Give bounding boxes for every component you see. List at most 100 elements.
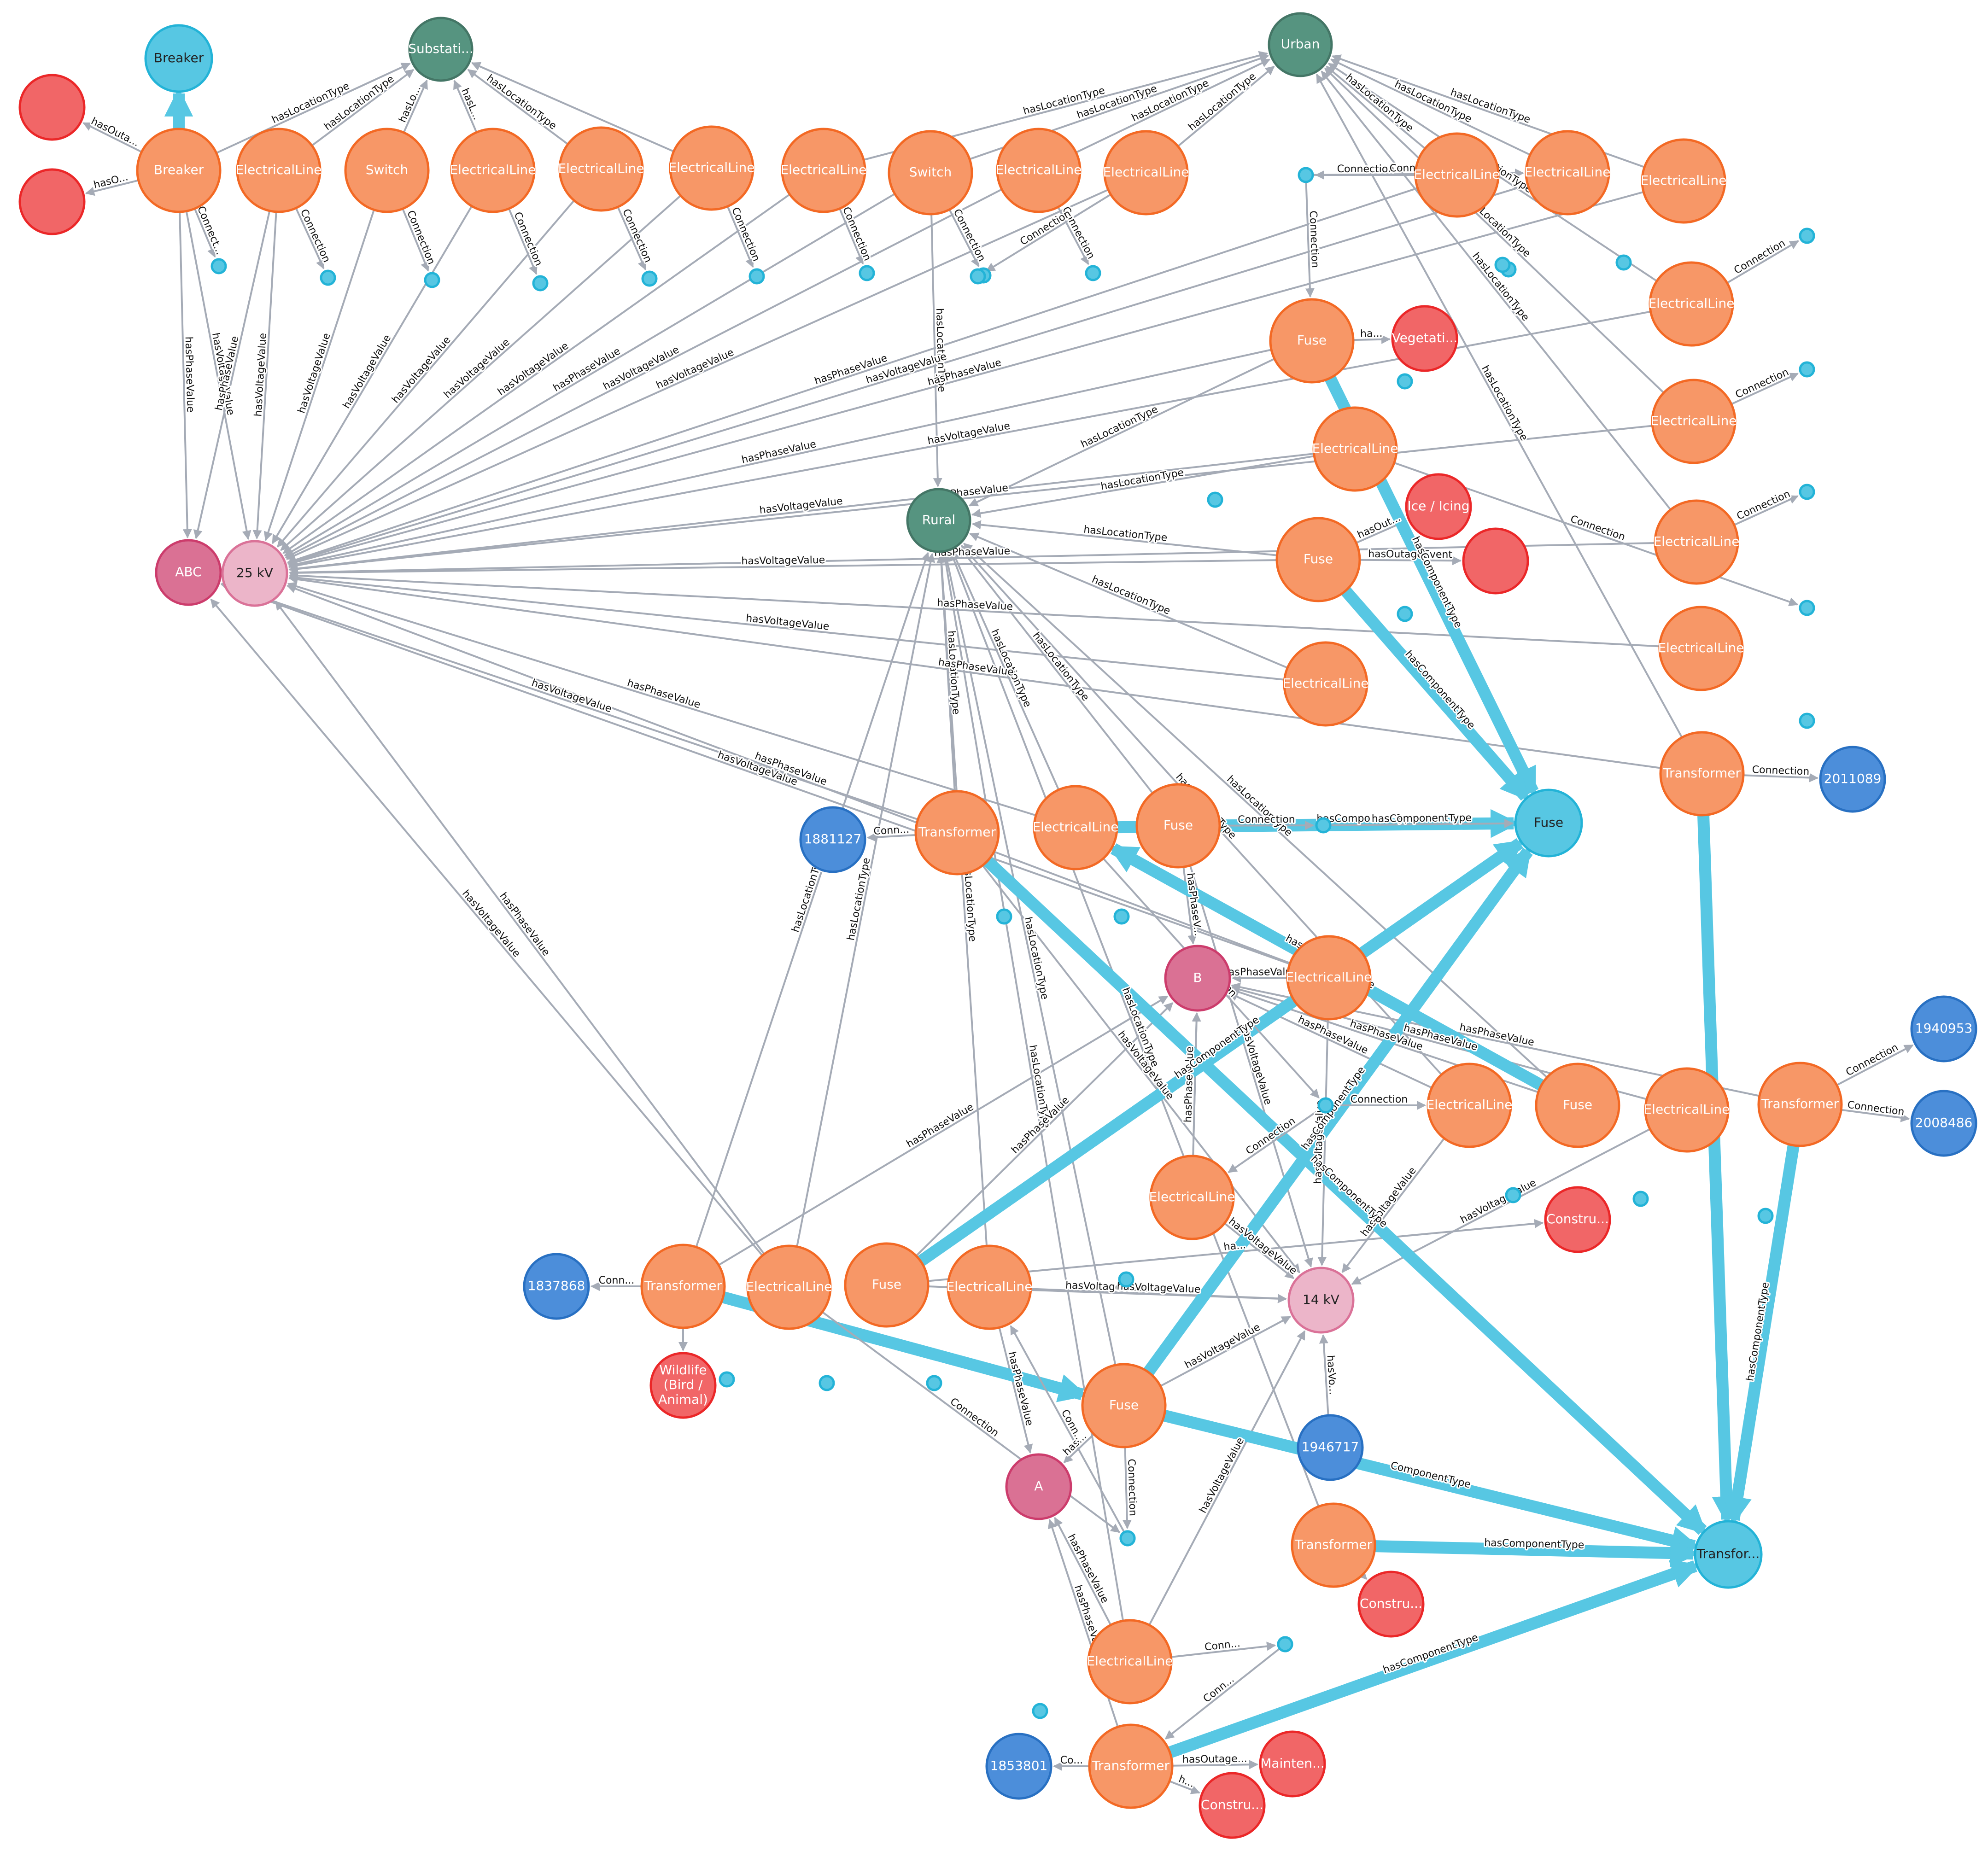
edge-trans2-urban[interactable] [1316,74,1683,738]
edge-el24-v14[interactable] [1224,1222,1295,1279]
edge-el25-pA[interactable] [1054,1517,1112,1626]
edge-trans3-c1940953[interactable] [1836,1044,1914,1086]
connection-node[interactable] [1494,257,1511,273]
node-circle[interactable] [1268,12,1333,77]
node-circle[interactable] [1910,1090,1977,1157]
edge-trans6-constr3[interactable] [1169,1780,1200,1794]
node-circle[interactable] [1535,1063,1620,1148]
edge-el10-v25[interactable] [287,191,1644,566]
edge-fuse4-fuseT[interactable] [1143,847,1533,1376]
edge-c1946717-v14[interactable] [1319,1334,1329,1416]
phase-node[interactable]: B [1164,945,1231,1012]
component-node[interactable]: ElectricalLine [450,128,536,213]
outage-node[interactable]: Constru... [1357,1571,1425,1638]
edge-fuse6-pB[interactable] [915,1002,1174,1257]
edge-el25-cn19[interactable] [1171,1641,1276,1658]
edge-el17-v25[interactable] [287,582,1036,817]
connection-node[interactable] [320,269,336,286]
edge-el4-v25[interactable] [280,195,682,551]
component-node[interactable]: ElectricalLine [1650,379,1737,464]
node-circle[interactable] [1103,130,1189,216]
node-circle[interactable] [221,540,288,607]
component-type-node[interactable]: Breaker [144,24,213,93]
connection-node[interactable] [1085,265,1101,281]
node-circle[interactable] [1462,527,1529,595]
component-node[interactable]: ElectricalLine [780,128,867,213]
node-circle[interactable] [18,168,86,235]
node-circle[interactable] [236,128,322,213]
node-circle[interactable] [18,74,86,141]
edge-cn10-fuse1[interactable] [1305,182,1315,298]
connection-node[interactable] [1757,1208,1774,1224]
node-circle[interactable] [450,128,536,213]
edge-fuse4-cn18[interactable] [1122,1447,1132,1530]
edge-sw2-cn7[interactable] [948,209,980,268]
edge-breaker-cn0[interactable] [193,208,216,258]
edge-el12-v25[interactable] [288,425,1653,574]
connection-node[interactable] [1277,1636,1293,1652]
edge-fuse3-rural[interactable] [959,546,1154,794]
connection-node[interactable] [424,272,440,288]
edge-trans3-transT[interactable] [1723,1144,1800,1526]
edge-el7-cn9[interactable] [986,193,1111,272]
location-type-node[interactable]: Substati... [408,17,474,82]
node-circle[interactable] [1269,298,1355,384]
edge-el7-urban[interactable] [1177,65,1275,147]
edge-trans6-mainten[interactable] [1172,1760,1259,1769]
node-circle[interactable] [1149,1155,1235,1240]
edge-el9-v25[interactable] [287,184,1528,566]
node-circle[interactable] [344,128,430,213]
location-type-node[interactable]: Rural [906,488,971,553]
node-circle[interactable] [1649,261,1734,347]
node-circle[interactable] [1405,473,1472,540]
edge-sw2-rural[interactable] [930,214,942,488]
edge-fuse1-rural[interactable] [968,358,1275,507]
component-node[interactable]: ElectricalLine [746,1244,832,1330]
edge-el25-v14[interactable] [1148,1330,1306,1626]
node-circle[interactable] [1087,1619,1173,1705]
voltage-node[interactable]: 14 kV [1287,1267,1355,1334]
component-node[interactable]: ElectricalLine [235,128,322,213]
connection-node[interactable] [1315,817,1332,834]
connection-node[interactable] [1505,1187,1521,1203]
component-node[interactable]: ElectricalLine [1032,785,1119,870]
edge-el19-abc[interactable] [220,583,1290,965]
connection-node[interactable] [1032,1703,1048,1719]
edge-el2-cn3[interactable] [508,208,538,275]
outage-node[interactable] [18,168,86,235]
edge-cn19-trans6[interactable] [1164,1648,1280,1740]
node-circle[interactable] [1081,1363,1167,1448]
customer-node[interactable]: 1881127 [799,806,866,873]
voltage-node[interactable]: 25 kV [221,540,288,607]
edge-el14-v25[interactable] [288,453,1314,573]
connection-node[interactable] [210,258,227,274]
edge-el11-cn11[interactable] [1726,240,1799,284]
edge-el6-urban[interactable] [1076,58,1271,153]
node-circle[interactable] [558,126,644,212]
edge-trans5-rural[interactable] [949,551,1320,1507]
node-circle[interactable] [155,539,222,606]
edge-breaker-v25[interactable] [185,211,251,540]
outage-node[interactable]: Wildlife(Bird /Animal) [649,1352,717,1419]
component-node[interactable]: Fuse [1275,517,1361,602]
edge-trans1-transT[interactable] [983,857,1707,1535]
connection-node[interactable] [1632,1191,1649,1207]
component-node[interactable]: ElectricalLine [1640,138,1727,224]
connection-node[interactable] [859,265,875,281]
edge-sw1-v25[interactable] [263,209,375,541]
node-circle[interactable] [1275,517,1361,602]
component-node[interactable]: ElectricalLine [1653,499,1740,585]
edge-breaker-substation[interactable] [216,63,411,154]
edge-trans4-rural[interactable] [695,552,930,1248]
node-circle[interactable] [136,128,222,213]
node-circle[interactable] [1259,1730,1326,1798]
connection-node[interactable] [1615,254,1632,271]
node-circle[interactable] [1644,1067,1730,1153]
customer-node[interactable]: 1837868 [523,1253,590,1320]
component-node[interactable]: ElectricalLine [1524,130,1611,216]
node-circle[interactable] [523,1253,590,1320]
node-circle[interactable] [947,1244,1032,1330]
edge-trans6-transT[interactable] [1168,1560,1701,1758]
edge-el12-urban[interactable] [1324,67,1665,394]
